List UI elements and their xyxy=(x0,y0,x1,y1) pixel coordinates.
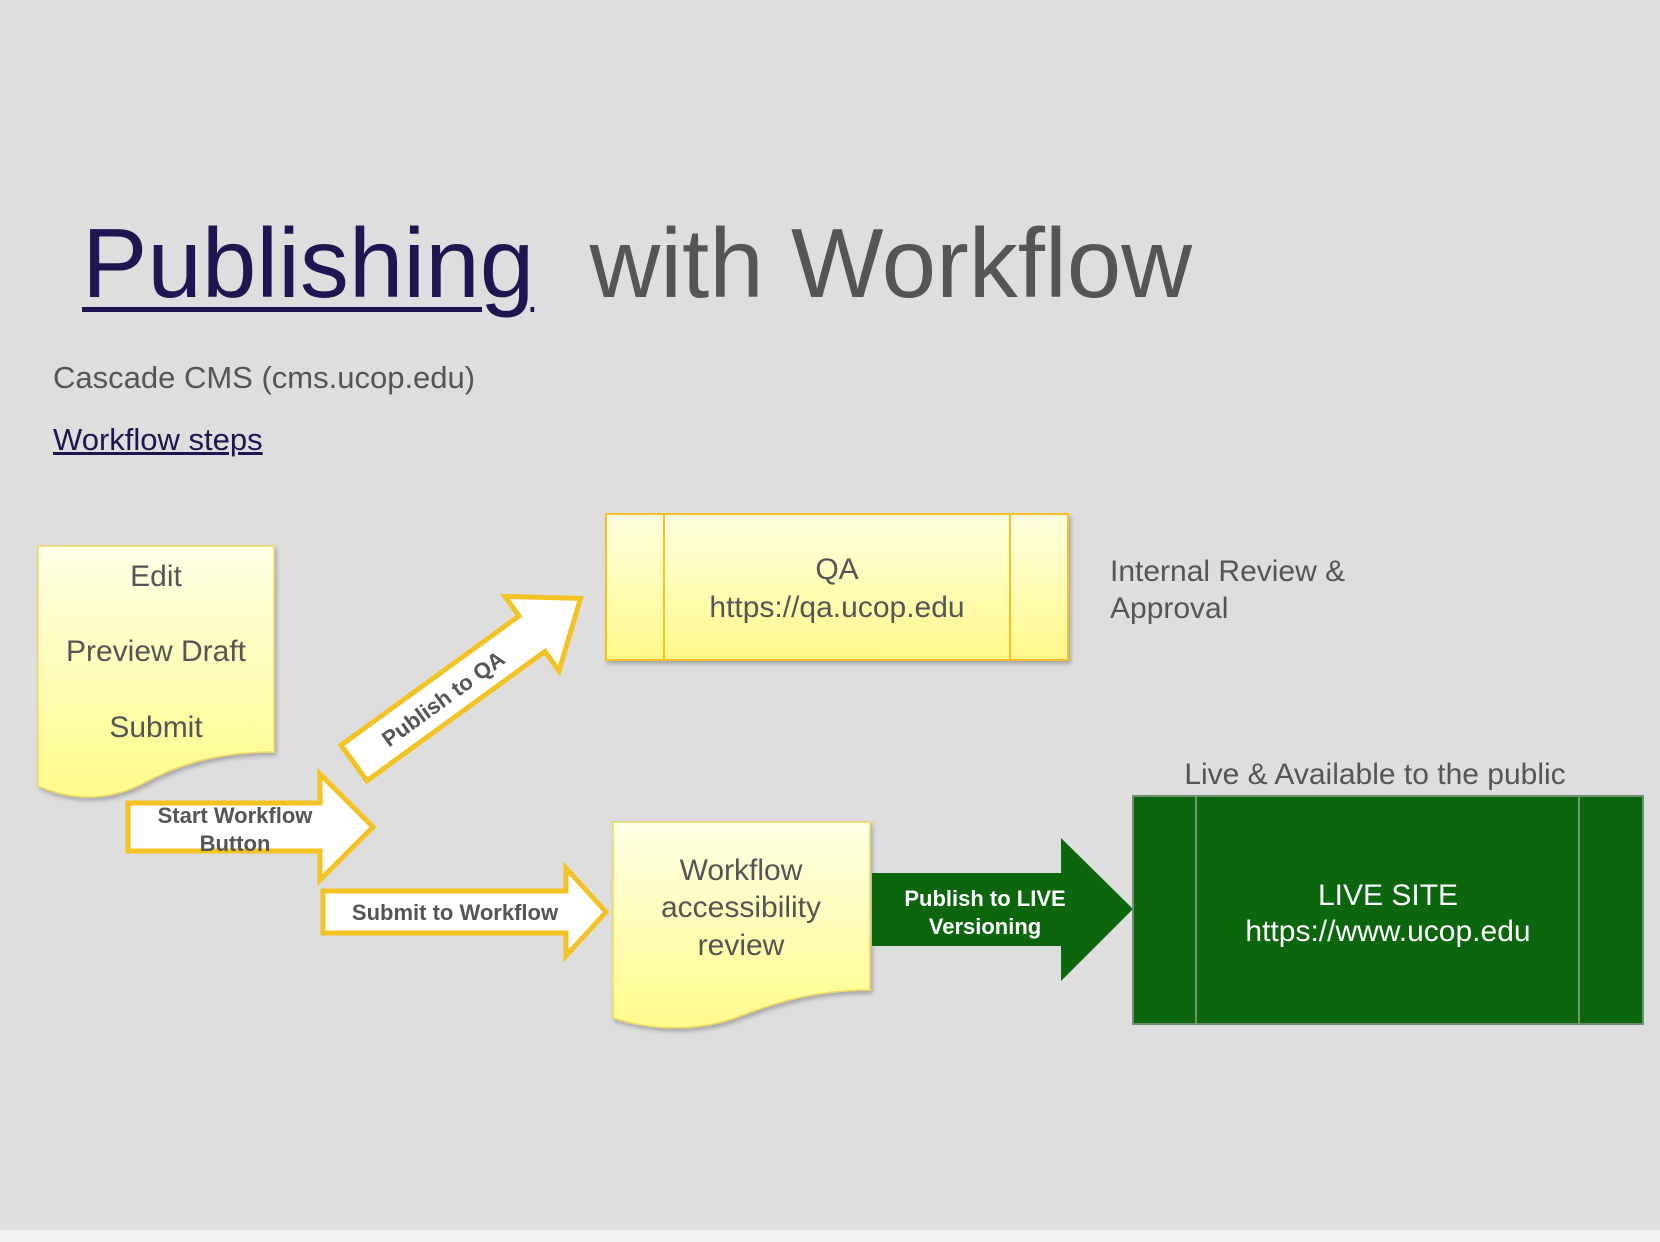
publish-to-live-arrow: Publish to LIVE Versioning xyxy=(872,838,1133,981)
start-workflow-arrow: Start Workflow Button xyxy=(125,767,377,887)
internal-review-line1: Internal Review & xyxy=(1110,555,1345,588)
publish-to-qa-label: Publish to QA xyxy=(377,646,509,752)
submit-label: Submit xyxy=(109,711,203,744)
live-site-box: LIVE SITE https://www.ucop.edu xyxy=(1132,795,1644,1025)
qa-url[interactable]: https://qa.ucop.edu xyxy=(709,591,964,624)
review-label-3: review xyxy=(698,929,785,962)
qa-box: QA https://qa.ucop.edu xyxy=(605,513,1069,661)
start-workflow-label-2: Button xyxy=(200,831,271,856)
publish-live-label-1: Publish to LIVE xyxy=(904,886,1065,911)
qa-label: QA xyxy=(815,553,858,586)
publish-live-label-2: Versioning xyxy=(929,914,1041,939)
internal-review-line2: Approval xyxy=(1110,592,1228,625)
live-site-url[interactable]: https://www.ucop.edu xyxy=(1245,915,1530,948)
bottom-strip xyxy=(0,1230,1660,1242)
submit-to-workflow-arrow: Submit to Workflow xyxy=(320,861,610,963)
publishing-link[interactable]: Publishing xyxy=(82,208,535,318)
preview-draft-label: Preview Draft xyxy=(66,635,247,668)
workflow-steps-link[interactable]: Workflow steps xyxy=(53,422,263,457)
review-document-shape: Workflow accessibility review xyxy=(612,821,871,1029)
review-label-2: accessibility xyxy=(661,891,821,924)
title-rest: with Workflow xyxy=(589,208,1193,318)
edit-label: Edit xyxy=(130,560,182,593)
start-workflow-label-1: Start Workflow xyxy=(158,803,314,828)
live-caption: Live & Available to the public xyxy=(1184,758,1565,791)
edit-document-shape: Edit Preview Draft Submit xyxy=(37,545,275,798)
review-label-1: Workflow xyxy=(680,854,803,887)
live-site-label: LIVE SITE xyxy=(1318,879,1458,912)
publish-to-qa-arrow: Publish to QA xyxy=(337,593,584,785)
submit-to-workflow-label: Submit to Workflow xyxy=(352,900,559,925)
slide-title: Publishing with Workflow xyxy=(82,205,1192,323)
cms-subtitle: Cascade CMS (cms.ucop.edu) xyxy=(53,360,476,395)
